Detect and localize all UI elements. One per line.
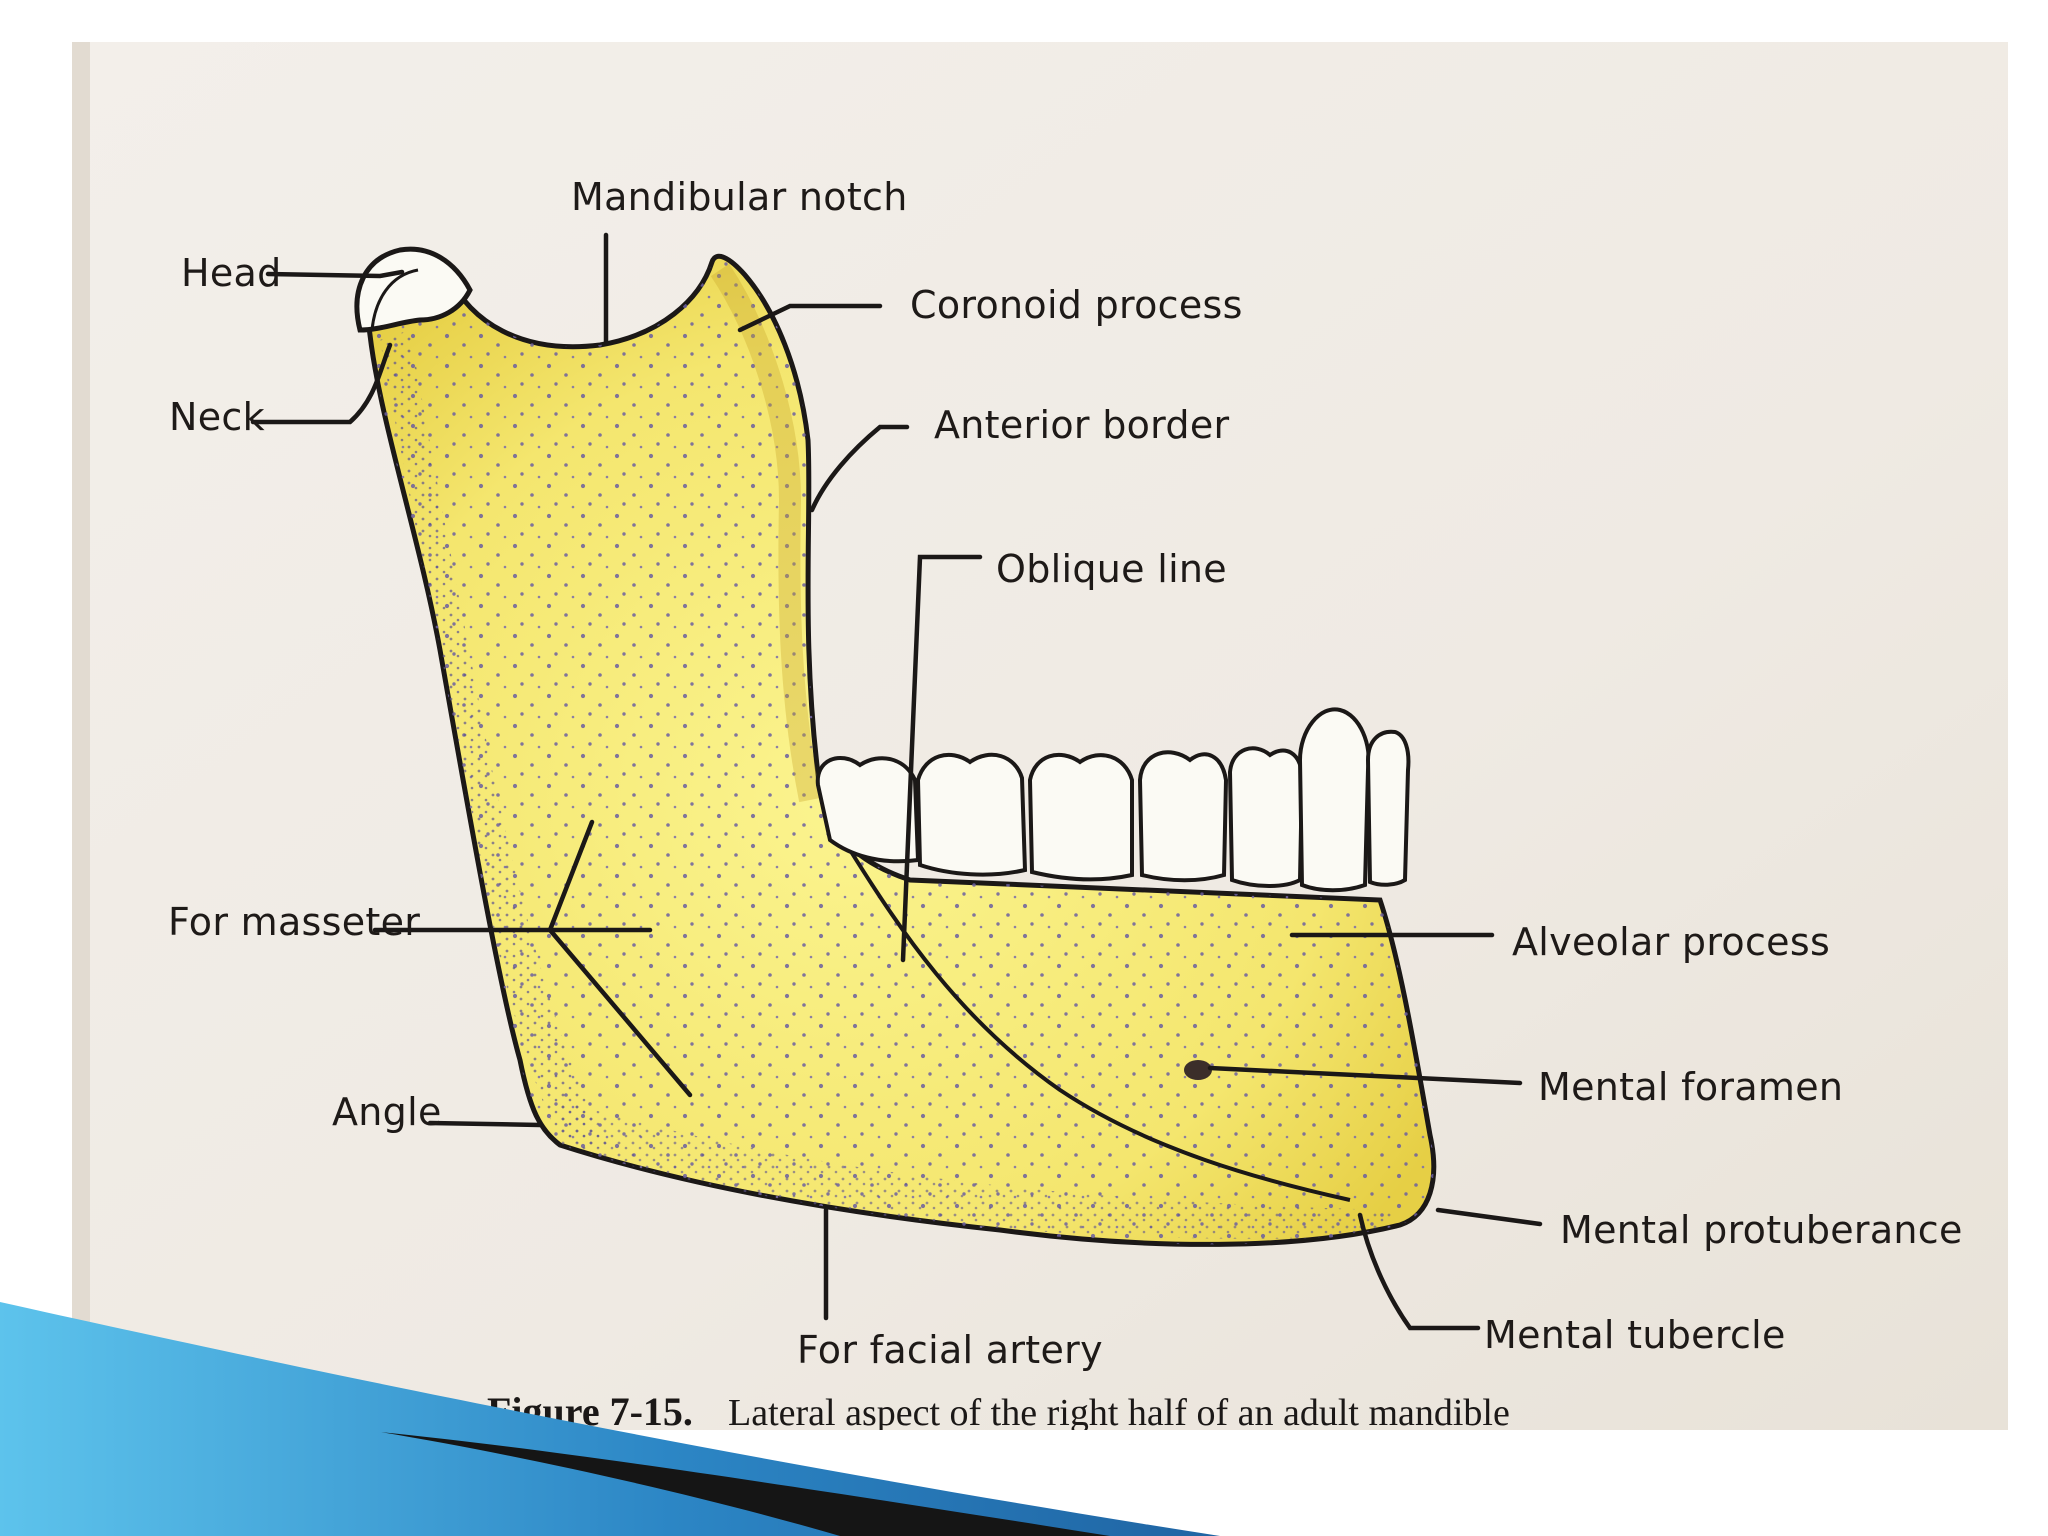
mental-foramen-hole (1184, 1060, 1212, 1080)
teeth-row (815, 707, 1411, 893)
label-mental-foramen: Mental foramen (1538, 1065, 1843, 1109)
slide-swoosh-black (380, 1432, 1110, 1536)
label-neck: Neck (169, 395, 265, 439)
condylar-head (354, 246, 473, 333)
label-anterior-border: Anterior border (934, 403, 1230, 447)
oblique-line-ridge (848, 848, 1351, 1202)
label-mental-tubercle: Mental tubercle (1484, 1313, 1786, 1357)
label-head: Head (181, 251, 282, 295)
label-mental-protuberance: Mental protuberance (1560, 1208, 1963, 1252)
slide-swoosh-blue (0, 1302, 1220, 1536)
label-coronoid-process: Coronoid process (910, 283, 1243, 327)
leader-lines (250, 232, 1543, 1331)
label-mandibular-notch: Mandibular notch (571, 175, 908, 219)
label-for-masseter: For masseter (168, 900, 420, 944)
label-oblique-line: Oblique line (996, 547, 1227, 591)
caption-text: Lateral aspect of the right half of an a… (728, 1392, 1510, 1434)
slide-decoration (0, 1302, 1220, 1536)
label-angle: Angle (332, 1090, 442, 1134)
diagram-labels: Mandibular notch Head Coronoid process N… (168, 175, 1963, 1372)
page-margin-shadow (72, 42, 90, 1430)
label-alveolar-process: Alveolar process (1512, 920, 1830, 964)
label-for-facial-artery: For facial artery (797, 1328, 1103, 1372)
figure-caption: Figure 7-15. Lateral aspect of the right… (487, 1389, 1510, 1434)
